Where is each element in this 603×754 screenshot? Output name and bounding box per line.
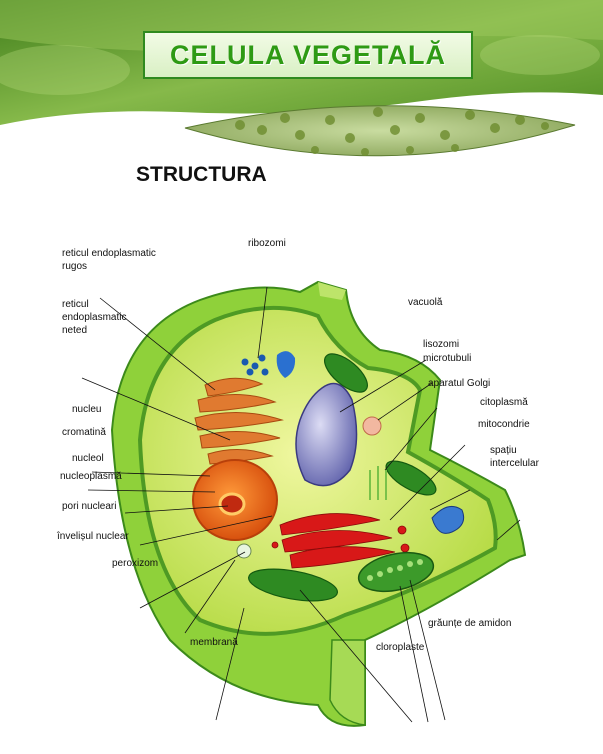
label-nucleu: nucleu: [72, 403, 101, 416]
label-citoplasma: citoplasmă: [480, 396, 528, 409]
nucleus: [193, 460, 277, 540]
label-vacuola: vacuolă: [408, 296, 442, 309]
label-reticul-neted: reticul endoplasmatic neted: [62, 298, 126, 337]
label-nucleoplasma: nucleoplasmă: [60, 470, 122, 483]
label-peroxizom: peroxizom: [112, 557, 158, 570]
label-ribozomi: ribozomi: [248, 237, 286, 250]
label-microtubuli: microtubuli: [423, 352, 471, 365]
label-pori-nucleari: pori nucleari: [62, 500, 116, 513]
peroxisome: [237, 544, 251, 558]
label-graunte-amidon: grăunțe de amidon: [428, 617, 511, 630]
label-cromatina: cromatină: [62, 426, 106, 439]
label-spatiu-intercelular: spațiu intercelular: [490, 444, 539, 470]
label-cloroplaste: cloroplaste: [376, 641, 424, 654]
label-lisozomi: lisozomi: [423, 338, 459, 351]
label-nucleol: nucleol: [72, 452, 104, 465]
label-reticul-rugos: reticul endoplasmatic rugos: [62, 247, 156, 273]
label-membrana: membrană: [190, 636, 238, 649]
label-aparatul-golgi: aparatul Golgi: [428, 377, 490, 390]
label-mitocondrie: mitocondrie: [478, 418, 530, 431]
label-invelisul-nuclear: învelișul nuclear: [57, 530, 129, 543]
